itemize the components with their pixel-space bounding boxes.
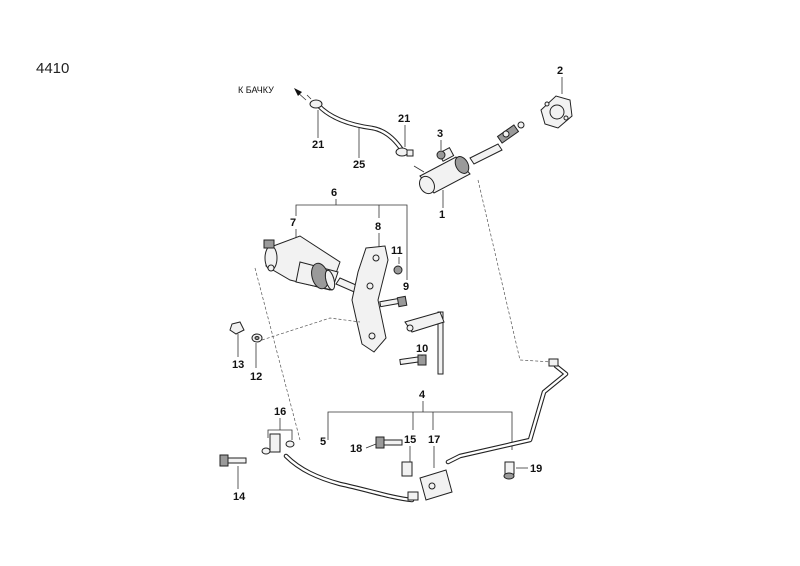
line-bracket — [401, 461, 453, 501]
to-reservoir-note: К БАЧКУ — [238, 85, 274, 95]
callout-18: 18 — [350, 443, 362, 455]
bolt-9 — [379, 295, 408, 308]
reservoir-hose — [315, 102, 405, 153]
release-fork-bracket — [351, 245, 389, 353]
callout-3: 3 — [437, 128, 443, 140]
callout-4: 4 — [419, 389, 426, 401]
bolt-18 — [375, 436, 403, 449]
callout-7: 7 — [290, 217, 296, 229]
callout-17: 17 — [428, 434, 440, 446]
nut-3 — [436, 150, 446, 160]
callout-12: 12 — [250, 371, 262, 383]
hydraulic-line — [445, 358, 569, 465]
callout-11: 11 — [391, 245, 403, 257]
dashed-link-master-line — [477, 179, 553, 363]
callout-10: 10 — [416, 343, 428, 355]
callout-6: 6 — [331, 187, 337, 199]
callout-9: 9 — [403, 281, 409, 293]
callout-19: 19 — [530, 463, 542, 475]
callout-13: 13 — [232, 359, 244, 371]
nut-11 — [393, 265, 403, 275]
washer-12 — [251, 333, 263, 343]
master-cylinder — [413, 121, 525, 195]
callout-15: 15 — [404, 434, 416, 446]
callout-21-upper: 21 — [398, 113, 410, 125]
callout-25: 25 — [353, 159, 365, 171]
callout-2: 2 — [557, 65, 563, 77]
bleeder-19 — [503, 461, 515, 480]
callout-1: 1 — [439, 209, 445, 221]
arrow-icon — [294, 88, 307, 101]
dust-boot-seal — [540, 95, 573, 129]
bolt-10 — [399, 354, 427, 366]
dashed-link-washer — [261, 317, 361, 341]
hose-clamp-upper — [306, 94, 323, 109]
bolt-14 — [219, 454, 247, 467]
hose-clamp-lower — [395, 147, 414, 157]
flex-hose — [283, 453, 419, 503]
slave-cylinder — [263, 235, 373, 299]
callout-14: 14 — [233, 491, 246, 503]
nut-13 — [229, 321, 245, 335]
hose-fittings-16 — [261, 433, 295, 455]
callout-16: 16 — [274, 406, 286, 418]
callout-21-left: 21 — [312, 139, 324, 151]
clutch-pedal-rod — [404, 311, 445, 375]
diagram-code: 4410 — [36, 60, 70, 77]
callout-5: 5 — [320, 436, 326, 448]
callout-8: 8 — [375, 221, 381, 233]
